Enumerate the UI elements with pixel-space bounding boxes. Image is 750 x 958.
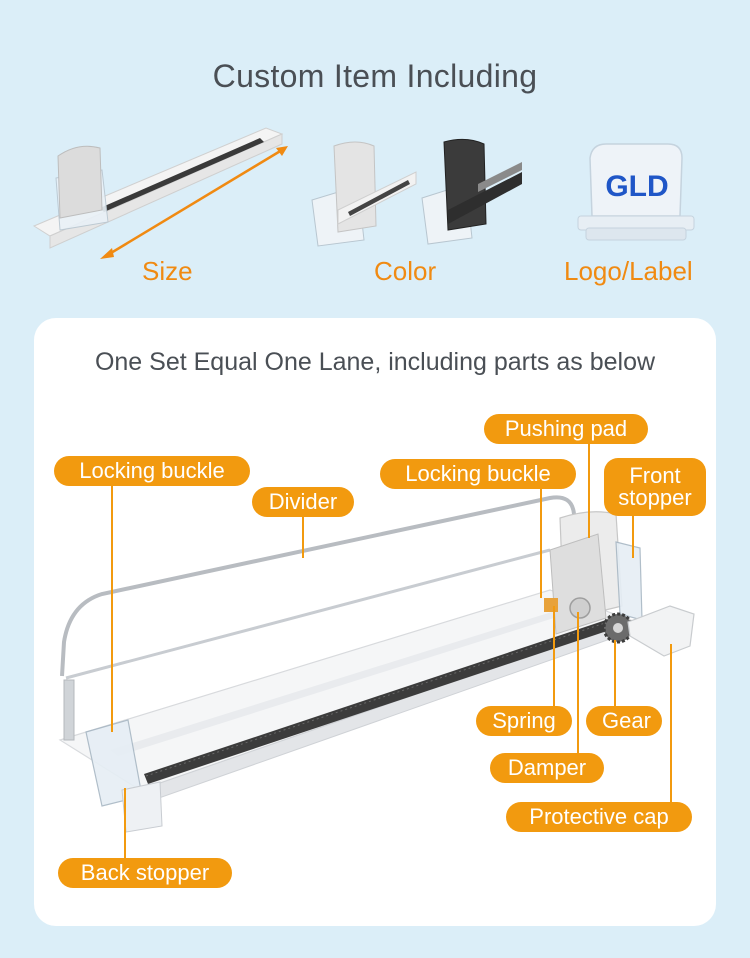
leader-pushing-pad [588,444,590,538]
leader-divider [302,516,304,558]
page-title: Custom Item Including [212,58,538,94]
tag-front-stopper: Front stopper [604,458,706,516]
tag-gear: Gear [586,706,662,736]
tag-divider: Divider [252,487,354,517]
tag-locking-buckle-right: Locking buckle [380,459,576,489]
leader-gear [614,640,616,706]
shelf-pusher-illustration [58,495,695,833]
tag-front-stopper-line2: stopper [618,485,692,510]
tag-spring: Spring [476,706,572,736]
tag-locking-buckle-left: Locking buckle [54,456,250,486]
size-product-image [32,127,288,259]
logo-badge-text: GLD [605,170,669,203]
leader-protective-cap [670,644,672,802]
leader-locking-buckle-right [540,488,542,598]
leader-back-stopper [124,788,126,858]
tag-pushing-pad: Pushing pad [484,414,648,444]
color-label: Color [374,256,437,286]
tag-back-stopper: Back stopper [58,858,232,888]
color-black-product-image [421,138,522,245]
leader-spring [553,606,555,706]
tag-damper: Damper [490,753,604,783]
logo-label: Logo/Label [564,256,693,286]
leader-front-stopper [632,516,634,558]
size-label: Size [142,256,193,286]
leader-locking-buckle-left [111,486,113,732]
logo-product-image [577,143,695,241]
card-title: One Set Equal One Lane, including parts … [94,348,656,376]
leader-damper [577,612,579,754]
color-white-product-image [311,141,417,247]
tag-protective-cap: Protective cap [506,802,692,832]
tag-front-stopper-line1: Front [629,463,681,488]
